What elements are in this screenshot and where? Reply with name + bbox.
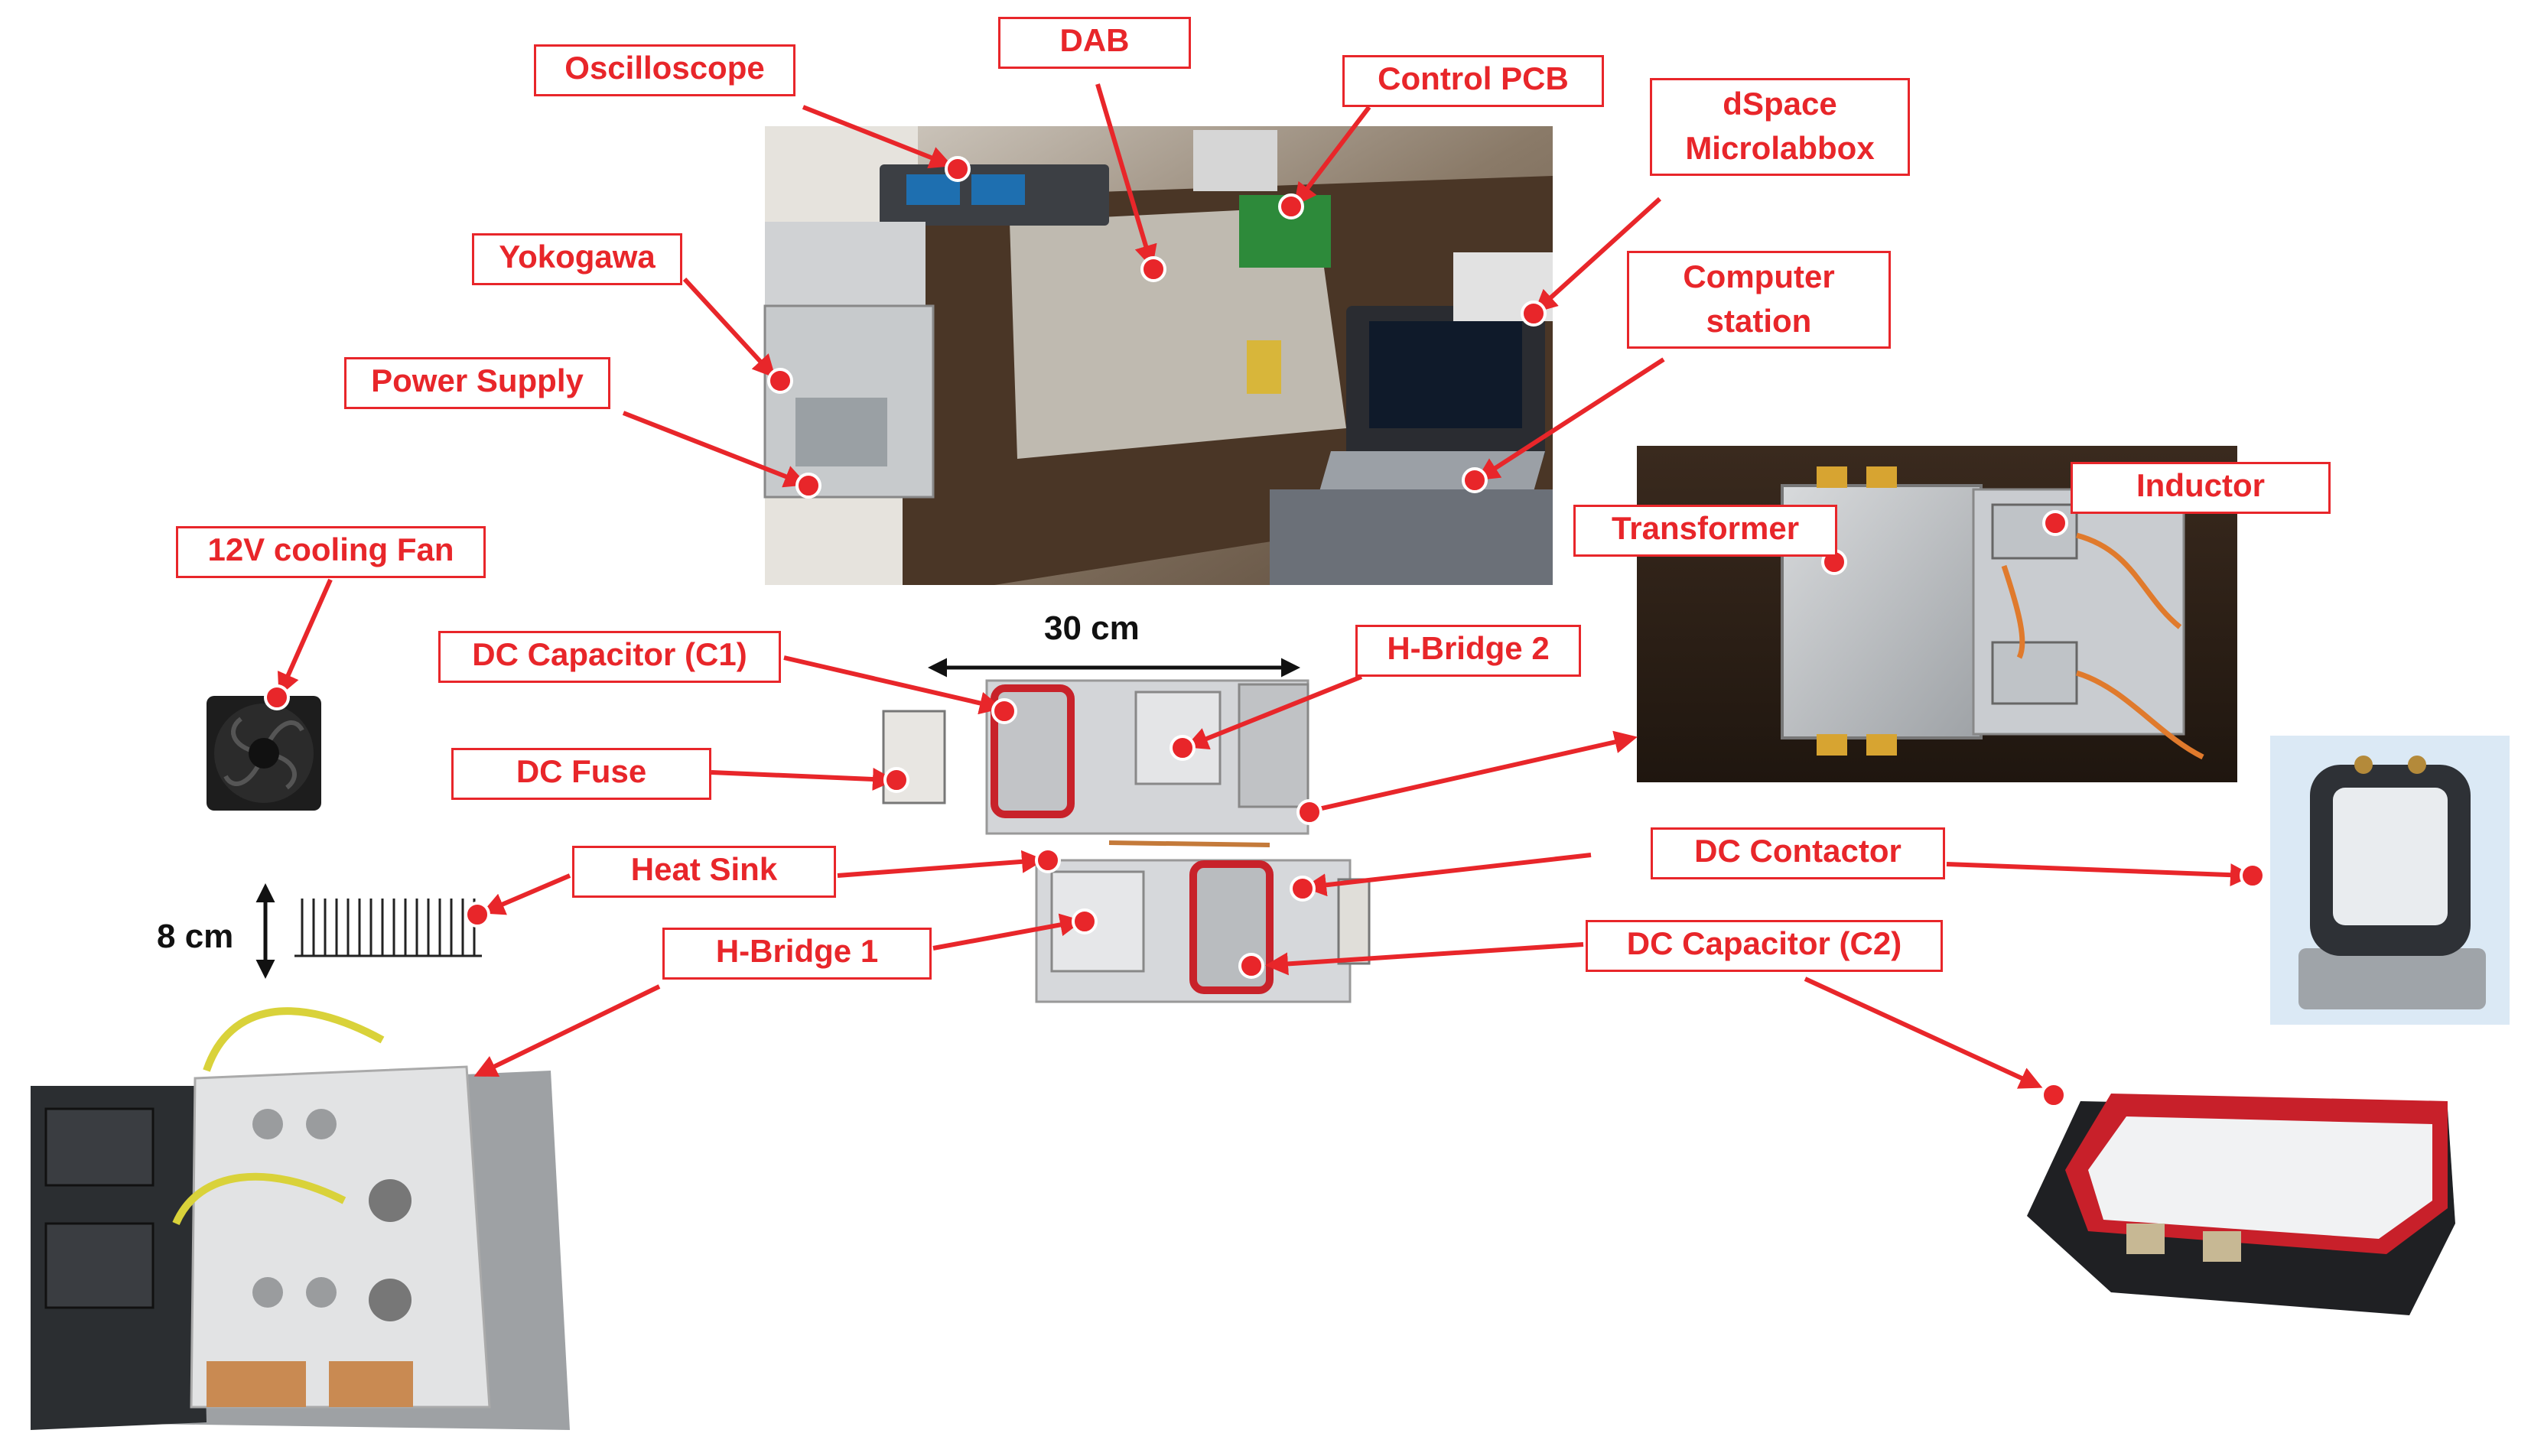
label-12v-cooling-fan: 12V cooling Fan [176,526,486,578]
dab-dot [1140,256,1166,282]
control-pcb-dot [1278,193,1304,219]
label-dc-capacitor-c1: DC Capacitor (C1) [438,631,781,683]
dc-capacitor-c2-picture [2027,1094,2455,1315]
label-dspace: dSpace Microlabbox [1650,78,1910,176]
h-bridge-2-lower-dot [1296,799,1322,825]
label-dspace-line2: Microlabbox [1685,130,1875,166]
label-transformer: Transformer [1573,505,1837,557]
label-h-bridge-1: H-Bridge 1 [662,928,932,980]
dab-arrow [1095,83,1157,268]
heat-sink-drawing [294,899,482,957]
converter-assembly-photo [882,679,1371,1003]
label-dc-contactor: DC Contactor [1651,827,1945,879]
dc-capacitor-c1-dot [991,698,1017,724]
heat-sink-assembly-arrow [837,850,1045,878]
dc-contactor-photo-arrow [1946,862,2253,887]
computer-arrow [1475,357,1665,481]
dc-capacitor-c2-arrow [1265,942,1584,976]
label-computer-line2: station [1706,303,1812,339]
label-power-supply: Power Supply [344,357,610,409]
control-pcb-arrow [1293,106,1371,206]
h-bridge-1-dot [1072,908,1098,934]
dc-fuse-arrow [711,767,896,791]
power-supply-arrow [622,411,808,488]
dc-contactor-photo [2270,736,2510,1025]
height-dimension-label: 8 cm [157,918,234,955]
cooling-fan-dot [264,684,290,710]
lab-setup-photo [763,126,1553,585]
heat-sink-arrow [481,873,571,915]
computer-dot [1462,467,1488,493]
label-computer-line1: Computer [1683,258,1835,294]
label-heat-sink: Heat Sink [572,846,836,898]
h-bridge-1-photo [31,1007,570,1430]
h-bridge-1-arrow [932,913,1083,951]
dspace-dot [1521,301,1547,327]
dc-capacitor-c1-arrow [783,655,1003,715]
label-dc-fuse: DC Fuse [451,748,711,800]
label-dc-capacitor-c2: DC Capacitor (C2) [1586,920,1943,972]
power-supply-dot [795,473,821,499]
label-computer-station: Computer station [1627,251,1891,349]
label-dspace-line1: dSpace [1723,86,1837,122]
dspace-arrow [1534,197,1662,314]
label-h-bridge-2: H-Bridge 2 [1355,625,1581,677]
cooling-fan-picture [207,696,321,811]
label-oscilloscope: Oscilloscope [534,44,795,96]
label-yokogawa: Yokogawa [472,233,682,285]
h-bridge-2-dot [1170,735,1196,761]
label-control-pcb: Control PCB [1342,55,1604,107]
oscilloscope-arrow [802,105,953,169]
width-dimension-label: 30 cm [1044,609,1140,647]
heat-sink-dot [464,902,490,928]
inductor-dot [2042,510,2068,536]
h-bridge-2-arrow [1185,674,1363,750]
dc-contactor-arrow [1303,853,1592,897]
transformer-photo-arrow [1311,730,1638,813]
label-dab: DAB [998,17,1191,69]
heat-sink-assembly-dot [1035,847,1061,873]
cooling-fan-arrow [277,578,333,697]
yokogawa-dot [767,368,793,394]
h-bridge-1-photo-arrow [473,984,661,1077]
dc-capacitor-c2-picture-arrow [1804,977,2043,1089]
dc-capacitor-c2-dot [1238,953,1264,979]
yokogawa-arrow [682,277,776,379]
dc-contactor-dot [1290,876,1316,902]
dc-fuse-dot [883,767,909,793]
label-inductor: Inductor [2071,462,2331,514]
dc-contactor-photo-dot [2240,863,2266,889]
oscilloscope-dot [945,156,971,182]
dc-capacitor-c2-picture-dot [2041,1082,2067,1108]
